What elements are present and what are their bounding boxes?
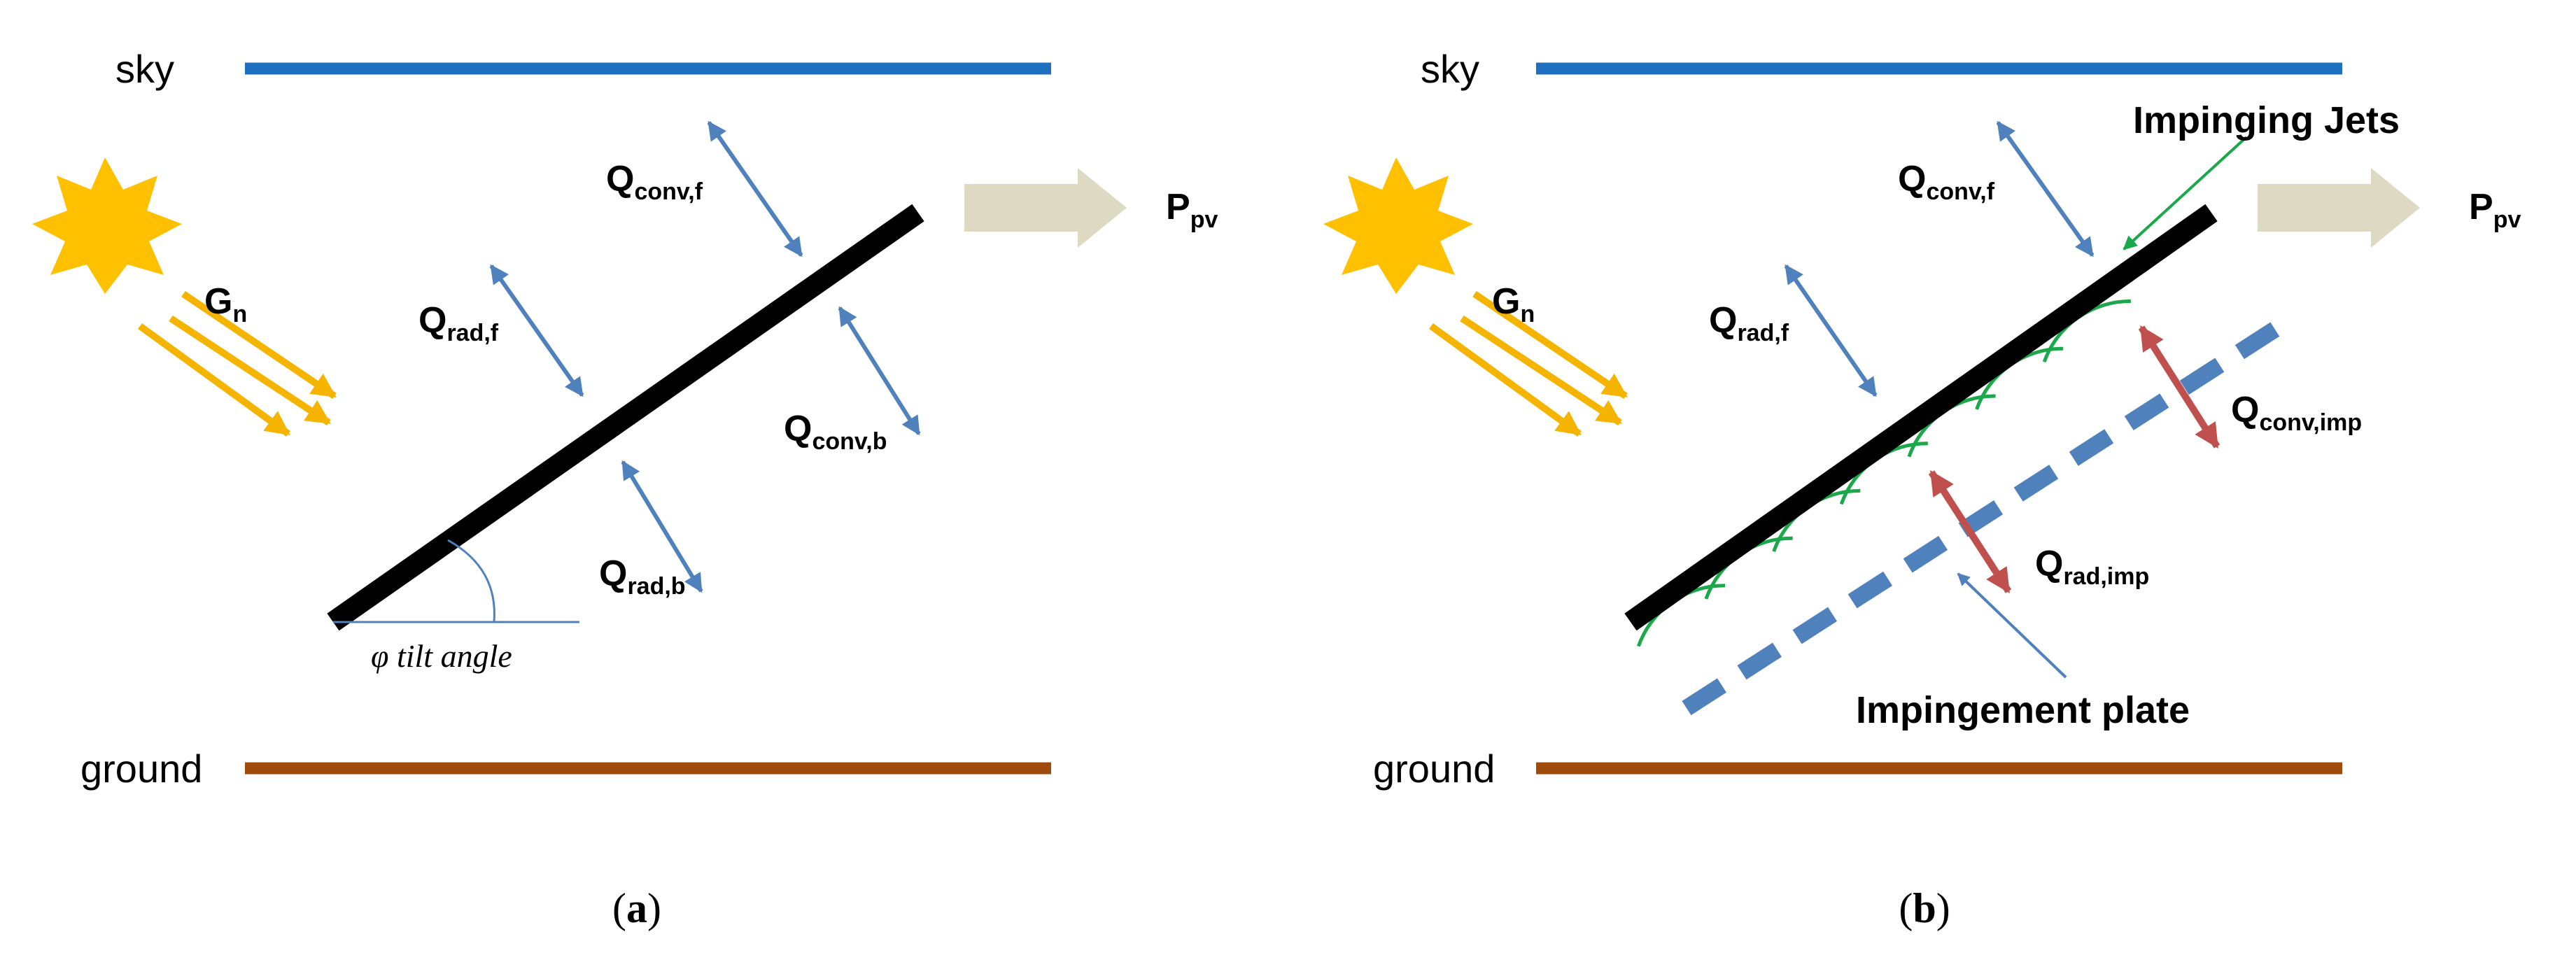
irradiance-label: Gn <box>1492 281 1535 327</box>
pv-panel <box>327 204 924 631</box>
tilt-angle-arc <box>447 539 495 623</box>
solar-ray-1 <box>181 290 337 400</box>
sun-icon <box>32 157 182 294</box>
q-conv-b-label: Qconv,b <box>784 409 887 455</box>
q-rad-imp-arrow <box>1928 470 2012 593</box>
caption-a: (a) <box>612 885 661 931</box>
q-rad-b-arrow <box>621 460 703 593</box>
q-rad-f-arrow <box>1784 264 1878 397</box>
q-conv-f-label: Qconv,f <box>606 159 703 205</box>
impingement-plate-pointer <box>1957 572 2067 679</box>
impingement-plate-label: Impingement plate <box>1856 689 2190 731</box>
irradiance-label: Gn <box>204 281 247 327</box>
power-output-arrow <box>964 168 1127 248</box>
power-label: Ppv <box>2469 187 2521 233</box>
sun-icon <box>1323 157 1473 294</box>
q-rad-f-label: Qrad,f <box>1709 300 1789 346</box>
solar-ray-2 <box>169 315 331 426</box>
q-conv-f-arrow <box>707 120 803 257</box>
impinging-jets <box>1636 299 2131 647</box>
heat-flux-arrows <box>1784 120 2220 593</box>
power-label: Ppv <box>1166 187 1218 233</box>
solar-ray-1 <box>1472 290 1628 400</box>
q-rad-imp-label: Qrad,imp <box>2035 544 2149 590</box>
panel-a: sky ground Gn φ tilt angle Qconv,f Qrad,… <box>32 47 1218 931</box>
q-conv-f-arrow <box>1996 120 2095 257</box>
caption-b: (b) <box>1899 885 1950 931</box>
pv-panel <box>1624 204 2218 631</box>
ground-label: ground <box>1373 747 1495 791</box>
q-conv-imp-arrow <box>2138 325 2220 449</box>
q-conv-imp-label: Qconv,imp <box>2231 390 2362 436</box>
solar-ray-3 <box>138 323 290 437</box>
solar-rays <box>138 290 337 437</box>
tilt-angle-label: φ tilt angle <box>371 638 512 674</box>
q-rad-f-label: Qrad,f <box>418 300 499 346</box>
sky-label: sky <box>1421 47 1479 91</box>
impinging-jets-pointer <box>2123 136 2248 250</box>
solar-rays <box>1429 290 1628 437</box>
solar-ray-3 <box>1429 323 1582 437</box>
q-conv-b-arrow <box>838 306 921 436</box>
solar-ray-2 <box>1460 315 1622 426</box>
power-output-arrow <box>2258 168 2420 248</box>
impinging-jets-label: Impinging Jets <box>2133 99 2400 141</box>
sky-label: sky <box>115 47 174 91</box>
q-conv-f-label: Qconv,f <box>1898 159 1995 205</box>
heat-flux-arrows <box>489 120 921 593</box>
q-rad-b-label: Qrad,b <box>599 553 686 600</box>
q-rad-f-arrow <box>489 264 584 397</box>
ground-label: ground <box>80 747 202 791</box>
panel-b: sky ground Gn Qconv,f Qrad,f Qconv,imp <box>1323 47 2521 931</box>
